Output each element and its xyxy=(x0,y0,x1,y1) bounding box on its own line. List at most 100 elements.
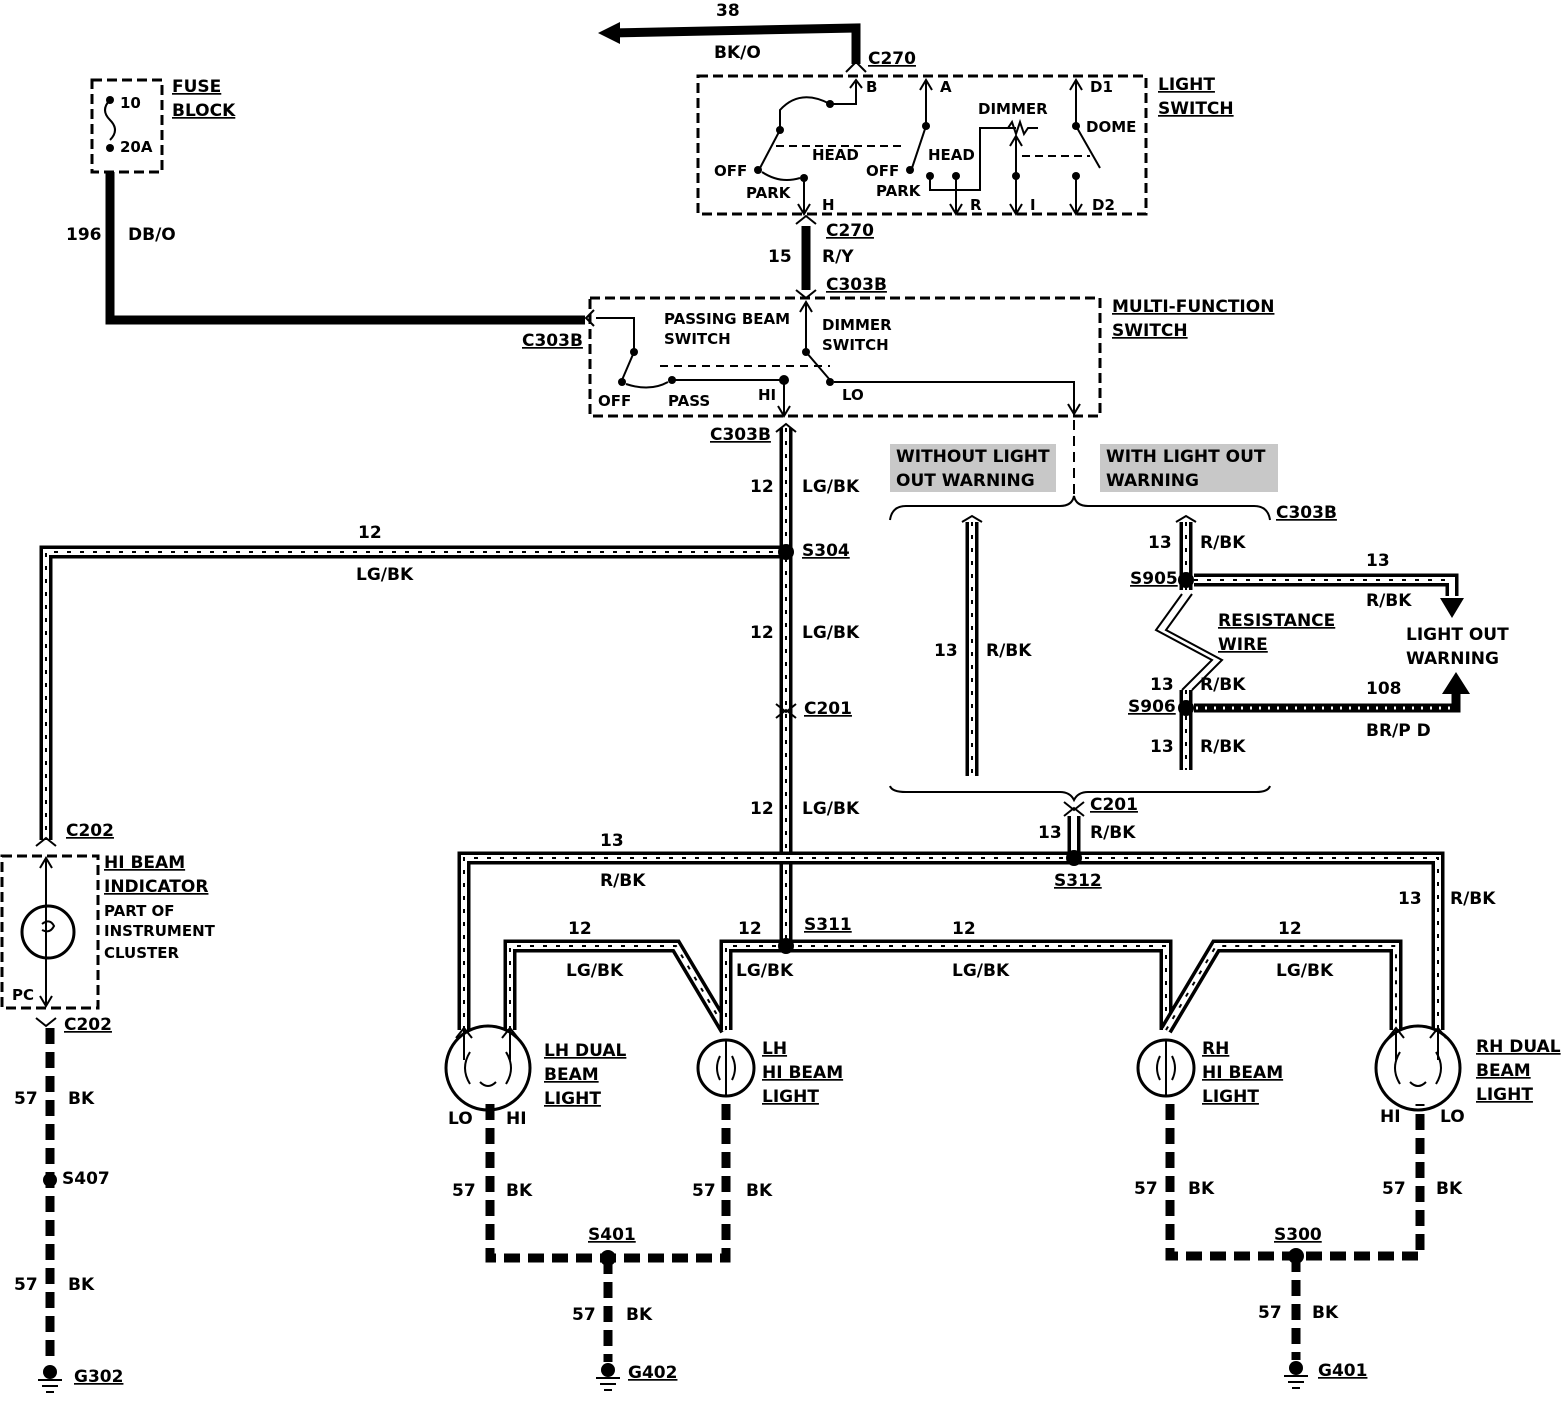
wire-13-warning-feed xyxy=(1194,573,1459,596)
c303b-bottom-label: C303B xyxy=(710,425,771,445)
lo-feed-circuit: 13 xyxy=(600,831,624,851)
fuse-number: 10 xyxy=(120,94,141,112)
s311-right-circuit: 12 xyxy=(952,919,976,939)
warn-feed-color: R/BK xyxy=(1366,591,1412,611)
mfs-dimmer-1: DIMMER xyxy=(822,316,892,334)
mfs-pos-lo: LO xyxy=(842,386,864,404)
s300-label: S300 xyxy=(1274,1225,1322,1245)
mfs-title-2: SWITCH xyxy=(1112,321,1188,341)
lh-dual-1: LH DUAL xyxy=(544,1041,627,1061)
warn-feed-circuit: 13 xyxy=(1366,551,1390,571)
ls-park-2: PARK xyxy=(876,182,922,200)
light-switch xyxy=(696,74,1148,216)
rh-lo-color: R/BK xyxy=(1450,889,1496,909)
fuse-block: 10 20A xyxy=(90,78,164,174)
with-warning-shade xyxy=(1100,444,1278,492)
rh-dual-1: RH DUAL xyxy=(1476,1037,1561,1057)
arrow-left-icon xyxy=(598,22,620,44)
lh-hi-2: HI BEAM xyxy=(762,1063,843,1083)
wire-108-color: BR/P D xyxy=(1366,721,1431,741)
rh-hi-2: HI BEAM xyxy=(1202,1063,1283,1083)
g302-label: G302 xyxy=(74,1367,123,1387)
multi-function-switch xyxy=(584,296,1102,418)
wire-13-without-color: R/BK xyxy=(986,641,1032,661)
gnd-ind-color-a: BK xyxy=(68,1089,95,1109)
c270-bottom-label: C270 xyxy=(826,221,874,241)
ls-terminal-h: H xyxy=(822,196,835,214)
option-with-2: WARNING xyxy=(1106,471,1199,491)
gnd-ind-color-b: BK xyxy=(68,1275,95,1295)
lh-dual-hi: HI xyxy=(506,1109,527,1129)
wire-12-circuit-a: 12 xyxy=(750,477,774,497)
wire-108-circuit: 108 xyxy=(1366,679,1402,699)
lo-feed-color: R/BK xyxy=(600,871,646,891)
s311-label: S311 xyxy=(804,915,852,935)
ground-icon xyxy=(1284,1361,1308,1389)
wire-196 xyxy=(105,172,585,325)
arrow-down-icon xyxy=(1440,598,1464,618)
ls-head-1: HEAD xyxy=(812,146,859,164)
gnd-rhhi-circuit: 57 xyxy=(1134,1179,1158,1199)
lh-hi-1: LH xyxy=(762,1039,787,1059)
mfs-title-1: MULTI-FUNCTION xyxy=(1112,297,1274,317)
wire-108 xyxy=(1194,692,1461,713)
splice-s304 xyxy=(778,544,794,560)
ls-terminal-b: B xyxy=(866,78,877,96)
ls-head-2: HEAD xyxy=(928,146,975,164)
s905-label: S905 xyxy=(1130,569,1178,589)
lh-dual-lo: LO xyxy=(448,1109,473,1129)
resistance-label-1: RESISTANCE xyxy=(1218,611,1335,631)
wire-15-circuit: 15 xyxy=(768,247,792,267)
c201-lo-color: R/BK xyxy=(1090,823,1136,843)
option-brace-top xyxy=(889,495,1271,521)
gnd-rh-circuit: 57 xyxy=(1382,1179,1406,1199)
c202-bottom-label: C202 xyxy=(64,1015,112,1035)
mfs-passing-1: PASSING BEAM xyxy=(664,310,790,328)
option-without-1: WITHOUT LIGHT xyxy=(896,447,1050,467)
rh-hi-beam-light xyxy=(1136,1038,1196,1098)
rh-dual-lo: LO xyxy=(1440,1107,1465,1127)
lh-hi-3: LIGHT xyxy=(762,1087,819,1107)
mfs-passing-2: SWITCH xyxy=(664,330,731,348)
indicator-pc: PC xyxy=(12,986,34,1004)
wire-12-indicator xyxy=(39,545,786,840)
wire-13-without-circuit: 13 xyxy=(934,641,958,661)
ls-park-1: PARK xyxy=(746,184,792,202)
gnd-ind-circuit-b: 57 xyxy=(14,1275,38,1295)
light-out-1: LIGHT OUT xyxy=(1406,625,1509,645)
wire-13-with-color: R/BK xyxy=(1200,533,1246,553)
splice-s300 xyxy=(1288,1248,1304,1264)
wire-38-circuit: 38 xyxy=(716,1,740,21)
ls-terminal-d1: D1 xyxy=(1090,78,1113,96)
rh-dual-2: BEAM xyxy=(1476,1061,1531,1081)
rh-pair-color: LG/BK xyxy=(1276,961,1334,981)
indicator-sub-1: PART OF xyxy=(104,902,175,920)
indicator-sub-3: CLUSTER xyxy=(104,944,179,962)
lh-pair-color: LG/BK xyxy=(566,961,624,981)
light-switch-title-1: LIGHT xyxy=(1158,75,1215,95)
indicator-sub-2: INSTRUMENT xyxy=(104,922,216,940)
gnd-ind-circuit-a: 57 xyxy=(14,1089,38,1109)
wire-196-circuit: 196 xyxy=(66,225,102,245)
s311-left-circuit: 12 xyxy=(738,919,762,939)
arrow-up-icon xyxy=(1442,672,1470,694)
wire-12-color-a: LG/BK xyxy=(802,477,860,497)
s311-left-color: LG/BK xyxy=(736,961,794,981)
connector-icon xyxy=(845,60,867,73)
gnd-lh-circuit: 57 xyxy=(452,1181,476,1201)
ls-terminal-r: R xyxy=(970,196,982,214)
indicator-feed-color: LG/BK xyxy=(356,565,414,585)
light-switch-title-2: SWITCH xyxy=(1158,99,1234,119)
wire-12-hi-bus xyxy=(503,939,1403,1034)
rh-lo-circuit: 13 xyxy=(1398,889,1422,909)
gnd-g401-circuit: 57 xyxy=(1258,1303,1282,1323)
gnd-lh-color: BK xyxy=(506,1181,533,1201)
gnd-g402-color: BK xyxy=(626,1305,653,1325)
wire-13-with xyxy=(1154,522,1224,770)
option-without-2: OUT WARNING xyxy=(896,471,1035,491)
rh-pair-circuit: 12 xyxy=(1278,919,1302,939)
below-s906-color: R/BK xyxy=(1200,737,1246,757)
gnd-rh-color: BK xyxy=(1436,1179,1463,1199)
wire-15-color: R/Y xyxy=(822,247,854,267)
after-res-circuit: 13 xyxy=(1150,675,1174,695)
